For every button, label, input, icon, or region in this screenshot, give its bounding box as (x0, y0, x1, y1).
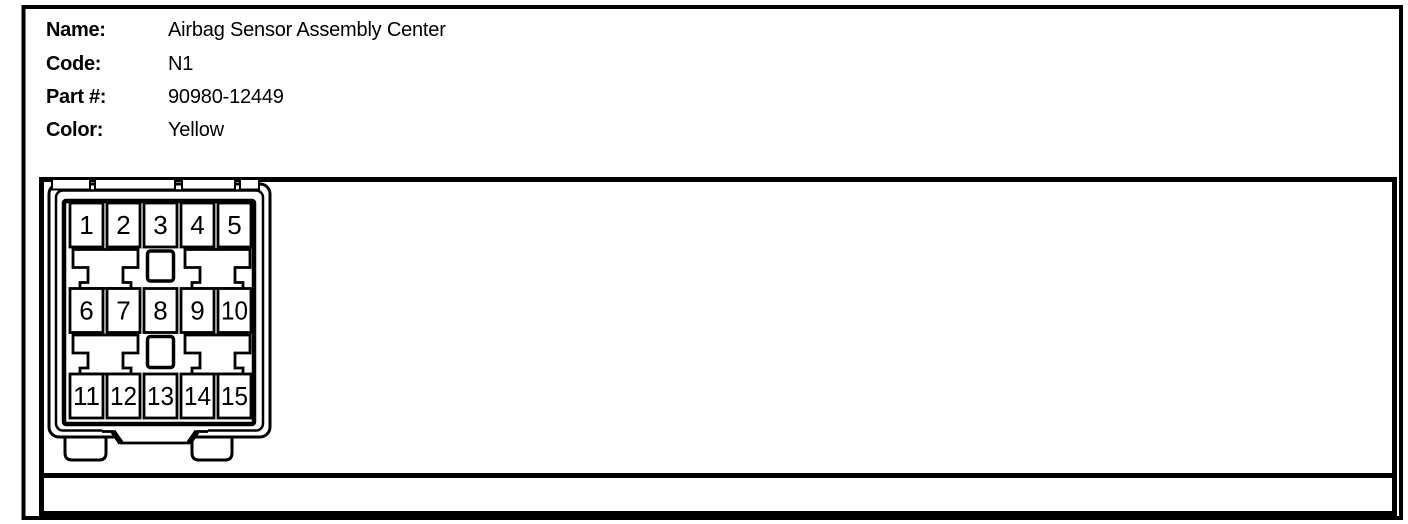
center-key-slot (145, 249, 176, 283)
pin-number: 2 (116, 210, 130, 240)
pin-cell (142, 201, 179, 249)
pin-cell (216, 287, 253, 334)
notes-panel (39, 473, 1397, 516)
pin-number: 7 (116, 296, 130, 326)
pin-cell (105, 287, 142, 334)
connector-cavity-wall (61, 198, 257, 427)
pin-cell (105, 372, 142, 420)
pin-number: 6 (79, 296, 93, 326)
pin-number: 14 (184, 381, 211, 411)
pin-cell (216, 201, 253, 249)
header-row-code: Code: N1 (46, 52, 193, 76)
pin-number: 8 (153, 296, 167, 326)
code-label: Code: (46, 53, 102, 75)
pin-number: 12 (110, 381, 137, 411)
pin-cell (105, 201, 142, 249)
pin-number: 15 (221, 381, 248, 411)
top-tab (50, 177, 92, 191)
pin-number: 10 (221, 296, 248, 326)
code-value: N1 (168, 53, 194, 75)
pin-number: 3 (153, 210, 167, 240)
pin-number: 11 (73, 381, 100, 411)
connector-keyways (71, 248, 252, 376)
center-key-slot (145, 334, 176, 370)
pin-number: 9 (190, 296, 204, 326)
pin-cell (68, 372, 105, 420)
pin-cell (142, 372, 179, 420)
connector-foot-left (63, 434, 108, 462)
header-row-part-number: Part #: 90980-12449 (46, 85, 284, 109)
pin-cell (179, 201, 216, 249)
pin-number: 4 (190, 210, 204, 240)
pin-cell (179, 372, 216, 420)
connector-top-tabs (50, 177, 261, 191)
pin-number: 1 (79, 210, 93, 240)
color-value: Yellow (168, 119, 224, 141)
pin-cell (216, 372, 253, 420)
part-number-label: Part #: (46, 86, 107, 108)
name-value: Airbag Sensor Assembly Center (168, 19, 446, 41)
color-label: Color: (46, 119, 104, 141)
pin-cell (68, 287, 105, 334)
pin-cell (142, 287, 179, 334)
part-number-value: 90980-12449 (168, 86, 284, 108)
top-tab (238, 177, 261, 191)
header-row-color: Color: Yellow (46, 118, 224, 142)
connector-bottom-notch (102, 424, 208, 445)
connector-foot-right (190, 434, 234, 462)
top-tab (180, 177, 237, 191)
pin-cell (179, 287, 216, 334)
name-label: Name: (46, 19, 106, 41)
pin-number: 5 (227, 210, 241, 240)
header-row-name: Name: Airbag Sensor Assembly Center (46, 18, 446, 42)
page-border (21, 5, 1403, 520)
top-tab (93, 177, 177, 191)
pin-number: 13 (147, 381, 174, 411)
pin-cell (68, 201, 105, 249)
